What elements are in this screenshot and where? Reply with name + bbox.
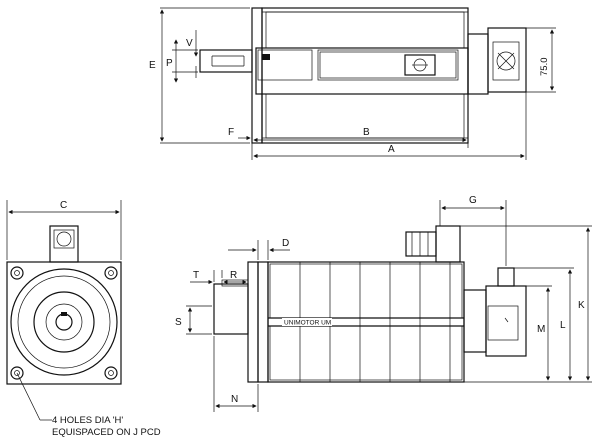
dim-label-f: F bbox=[228, 127, 234, 138]
side-encoder bbox=[463, 289, 487, 353]
dim-label-v: V bbox=[186, 38, 193, 49]
dim-label-d: D bbox=[282, 238, 289, 249]
dim-label-c: C bbox=[60, 200, 67, 211]
front-view bbox=[6, 225, 122, 385]
front-dimensions: C 4 HOLES DIA 'H' EQUISPACED ON J PCD bbox=[6, 200, 161, 438]
dim-label-l: L bbox=[560, 320, 566, 331]
side-dimensions: D T R S N G K L M bbox=[175, 195, 592, 412]
dim-label-n: N bbox=[231, 394, 238, 405]
top-dimensions: E P V F B A 75.0 bbox=[149, 7, 556, 160]
side-flange bbox=[247, 261, 259, 383]
top-encoder bbox=[467, 33, 489, 95]
dim-label-b: B bbox=[363, 127, 370, 138]
dim-label-t: T bbox=[193, 270, 199, 281]
side-power-connector bbox=[435, 225, 461, 263]
dim-label-e: E bbox=[149, 60, 156, 71]
dim-label-r: R bbox=[230, 270, 237, 281]
dim-label-p: P bbox=[166, 58, 173, 69]
top-section-view bbox=[199, 7, 527, 144]
top-body bbox=[261, 7, 469, 144]
dim-label-encoder-height: 75.0 bbox=[539, 58, 550, 77]
dim-label-k: K bbox=[578, 300, 585, 311]
dim-label-s: S bbox=[175, 317, 182, 328]
dim-label-a: A bbox=[388, 144, 395, 155]
dim-label-g: G bbox=[469, 195, 477, 206]
front-flange bbox=[6, 261, 122, 385]
nameplate-text: UNIMOTOR UM bbox=[284, 320, 331, 327]
top-flange bbox=[251, 7, 263, 144]
dim-label-m: M bbox=[537, 324, 545, 335]
note-holes: 4 HOLES DIA 'H' bbox=[52, 415, 123, 426]
side-shaft bbox=[213, 283, 249, 335]
note-pcd: EQUISPACED ON J PCD bbox=[52, 427, 161, 438]
side-view: UNIMOTOR UM bbox=[213, 225, 527, 383]
